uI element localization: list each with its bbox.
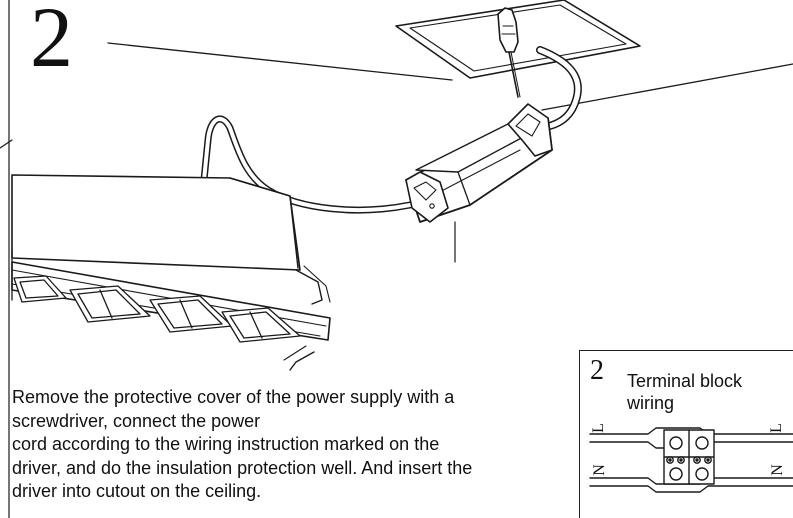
step-number: 2 (30, 0, 73, 85)
instruction-text: Remove the protective cover of the power… (12, 386, 586, 504)
neutral-wire-label-left: N (590, 464, 608, 476)
ceiling-edge-line (541, 63, 793, 111)
screwdriver-icon (497, 7, 521, 98)
callout-line (107, 42, 453, 81)
luminaire-grille (13, 275, 301, 343)
instruction-line: screwdriver, connect the power (12, 410, 261, 431)
terminal-block-diagram (589, 427, 793, 493)
instruction-line: driver into cutout on the ceiling. (12, 481, 262, 501)
led-driver-box (405, 103, 553, 263)
instruction-line: driver, and do the insulation protection… (12, 457, 473, 478)
linear-luminaire (11, 174, 331, 371)
instruction-line: Remove the protective cover of the power… (12, 387, 455, 407)
inset-step-number: 2 (590, 355, 604, 386)
ceiling-edge-line (0, 139, 13, 149)
live-wire-label-right: L (767, 423, 785, 433)
instruction-line: cord according to the wiring instruction… (12, 434, 440, 454)
neutral-wire-label-right: N (768, 464, 786, 476)
live-wire-label-left: L (589, 423, 607, 433)
inset-title: Terminal block wiring (627, 371, 743, 413)
terminal-block-inset: 2 Terminal block wiring (579, 350, 793, 518)
